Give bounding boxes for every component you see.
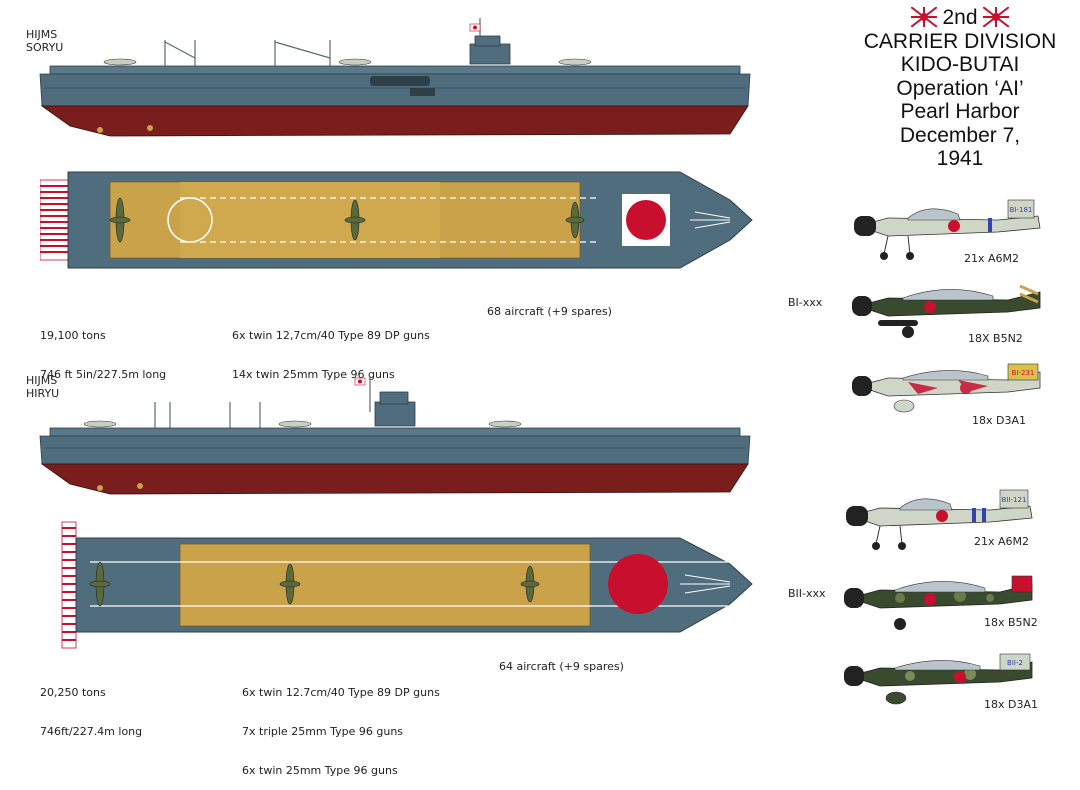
b5n2-hiryu-illustration — [844, 575, 1033, 630]
plane-label-d3a1-2: 18x D3A1 — [984, 698, 1038, 711]
hiryu-stern-stripes — [61, 521, 77, 649]
soryu-specs-armament: 6x twin 12,7cm/40 Type 89 DP guns 14x tw… — [232, 303, 430, 394]
plane-label-d3a1-1: 18x D3A1 — [972, 414, 1026, 427]
title-line-2nd: 2nd — [850, 6, 1070, 30]
soryu-side-profile — [39, 18, 751, 137]
hiryu-spec-tons: 20,250 tons — [40, 686, 106, 699]
soryu-spec-length: 746 ft 5in/227.5m long — [40, 368, 167, 381]
soryu-spec-aircraft: 68 aircraft (+9 spares) — [487, 305, 612, 318]
plane-label-a6m2-1: 21x A6M2 — [964, 252, 1020, 265]
soryu-stern-stripes — [40, 179, 69, 261]
title-line4: Operation ‘AI’ — [896, 76, 1024, 100]
air-group-2-label: BII-xxx — [788, 587, 826, 600]
hiryu-deck-hinomaru — [608, 554, 668, 614]
a6m2-tail-code-2: BII-121 — [1002, 496, 1027, 504]
hiryu-name-label: HIJMS HIRYU — [26, 374, 59, 400]
soryu-spec-tons: 19,100 tons — [40, 329, 106, 342]
hiryu-side-profile — [39, 376, 751, 495]
hiryu-spec-twin-aa: 6x twin 25mm Type 96 guns — [242, 764, 398, 777]
a6m2-soryu-illustration: BI-181 — [854, 199, 1041, 260]
d3a1-tail-code: BI-231 — [1012, 369, 1035, 377]
hiryu-spec-triple-aa: 7x triple 25mm Type 96 guns — [242, 725, 404, 738]
soryu-name-line2: SORYU — [26, 41, 64, 54]
hiryu-name-line1: HIJMS — [26, 374, 58, 387]
title-line3: KIDO-BUTAI — [900, 53, 1020, 76]
soryu-flight-deck — [40, 171, 753, 269]
air-group-1-label: BI-xxx — [788, 296, 823, 309]
soryu-name-label: HIJMS SORYU — [26, 28, 63, 54]
rising-sun-flag-icon — [910, 7, 937, 27]
hiryu-specs-armament: 6x twin 12.7cm/40 Type 89 DP guns 7x tri… — [242, 660, 440, 790]
soryu-name-line1: HIJMS — [26, 28, 58, 41]
plane-label-b5n2-1: 18X B5N2 — [968, 332, 1023, 345]
a6m2-hiryu-illustration: BII-121 — [846, 489, 1033, 550]
plane-label-b5n2-2: 18x B5N2 — [984, 616, 1038, 629]
hiryu-spec-length: 746ft/227.4m long — [40, 725, 143, 738]
title-line6: December 7, — [899, 123, 1021, 147]
d3a1-soryu-illustration: BI-231 — [852, 363, 1041, 413]
title-line2: CARRIER DIVISION — [863, 29, 1057, 53]
soryu-specs-tonnage: 19,100 tons 746 ft 5in/227.5m long — [40, 303, 166, 394]
division-title: 2nd CARRIER DIVISION KIDO-BUTAI Operatio… — [850, 6, 1070, 171]
hiryu-flight-deck — [61, 521, 753, 649]
title-line5: Pearl Harbor — [900, 100, 1020, 123]
soryu-spec-aa-guns: 14x twin 25mm Type 96 guns — [232, 368, 395, 381]
a6m2-tail-code: BI-181 — [1010, 206, 1033, 214]
d3a1-hiryu-illustration: BII-2 — [844, 653, 1033, 705]
hiryu-name-line2: HIRYU — [26, 387, 60, 400]
hiryu-spec-dp-guns: 6x twin 12.7cm/40 Type 89 DP guns — [242, 686, 440, 699]
plane-label-a6m2-2: 21x A6M2 — [974, 535, 1030, 548]
soryu-spec-dp-guns: 6x twin 12,7cm/40 Type 89 DP guns — [232, 329, 430, 342]
rising-sun-flag-icon — [983, 7, 1010, 27]
d3a1-tail-code-2: BII-2 — [1007, 659, 1023, 667]
hiryu-specs-tonnage: 20,250 tons 746ft/227.4m long — [40, 660, 142, 751]
title-line1: 2nd — [942, 6, 978, 29]
soryu-deck-hinomaru — [626, 200, 666, 240]
b5n2-soryu-illustration — [852, 284, 1041, 338]
hiryu-spec-aircraft: 64 aircraft (+9 spares) — [499, 660, 624, 673]
title-line7: 1941 — [936, 147, 984, 170]
